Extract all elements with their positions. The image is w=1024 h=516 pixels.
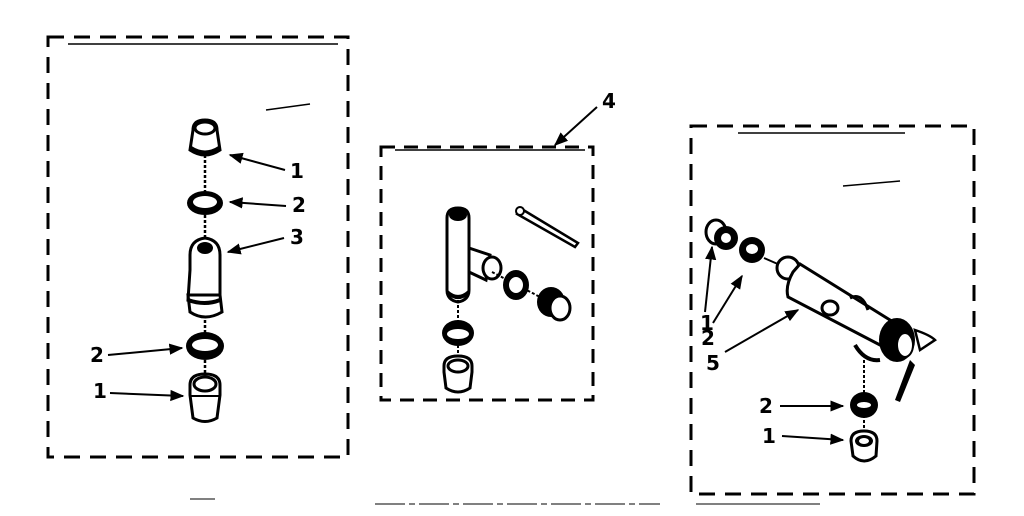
left-panel-mark [265, 103, 311, 111]
callout-label: 2 [701, 326, 715, 350]
valve-body-part [775, 255, 937, 402]
left-panel-border [46, 35, 350, 459]
callout-label: 1 [700, 311, 714, 335]
lower-seal-ring-part [850, 392, 878, 418]
bottom-cap-part [188, 372, 222, 423]
center-panel: 4 [379, 89, 616, 402]
callout-label: 2 [759, 394, 773, 418]
lower-cap-part [849, 429, 879, 463]
callout-label: 1 [762, 424, 776, 448]
callout-label: 5 [706, 351, 720, 375]
bottom-cap-part [442, 354, 474, 394]
side-cap-part [537, 287, 572, 322]
side-seal-ring-part [503, 270, 529, 300]
cotter-pin-part [515, 206, 580, 249]
callout-label: 4 [602, 89, 616, 113]
seal-ring-part [739, 237, 765, 263]
left-panel: 1 2 3 2 1 [46, 35, 350, 459]
connector-tube-part [186, 236, 224, 319]
lower-seal-ring-part [186, 332, 224, 360]
center-panel-border [379, 145, 595, 402]
end-cap-part [704, 218, 738, 250]
right-panel: 1 2 5 2 1 [689, 124, 976, 496]
right-panel-border [689, 124, 976, 496]
bottom-seal-ring-part [442, 320, 474, 346]
callout-label: 3 [290, 225, 304, 249]
callout-label: 1 [93, 379, 107, 403]
callout-label: 1 [290, 159, 304, 183]
upper-seal-ring-part [187, 191, 223, 215]
callout-label: 2 [292, 193, 306, 217]
callout-label: 2 [90, 343, 104, 367]
tee-fitting-part [445, 206, 503, 304]
top-cap-part [188, 118, 222, 157]
